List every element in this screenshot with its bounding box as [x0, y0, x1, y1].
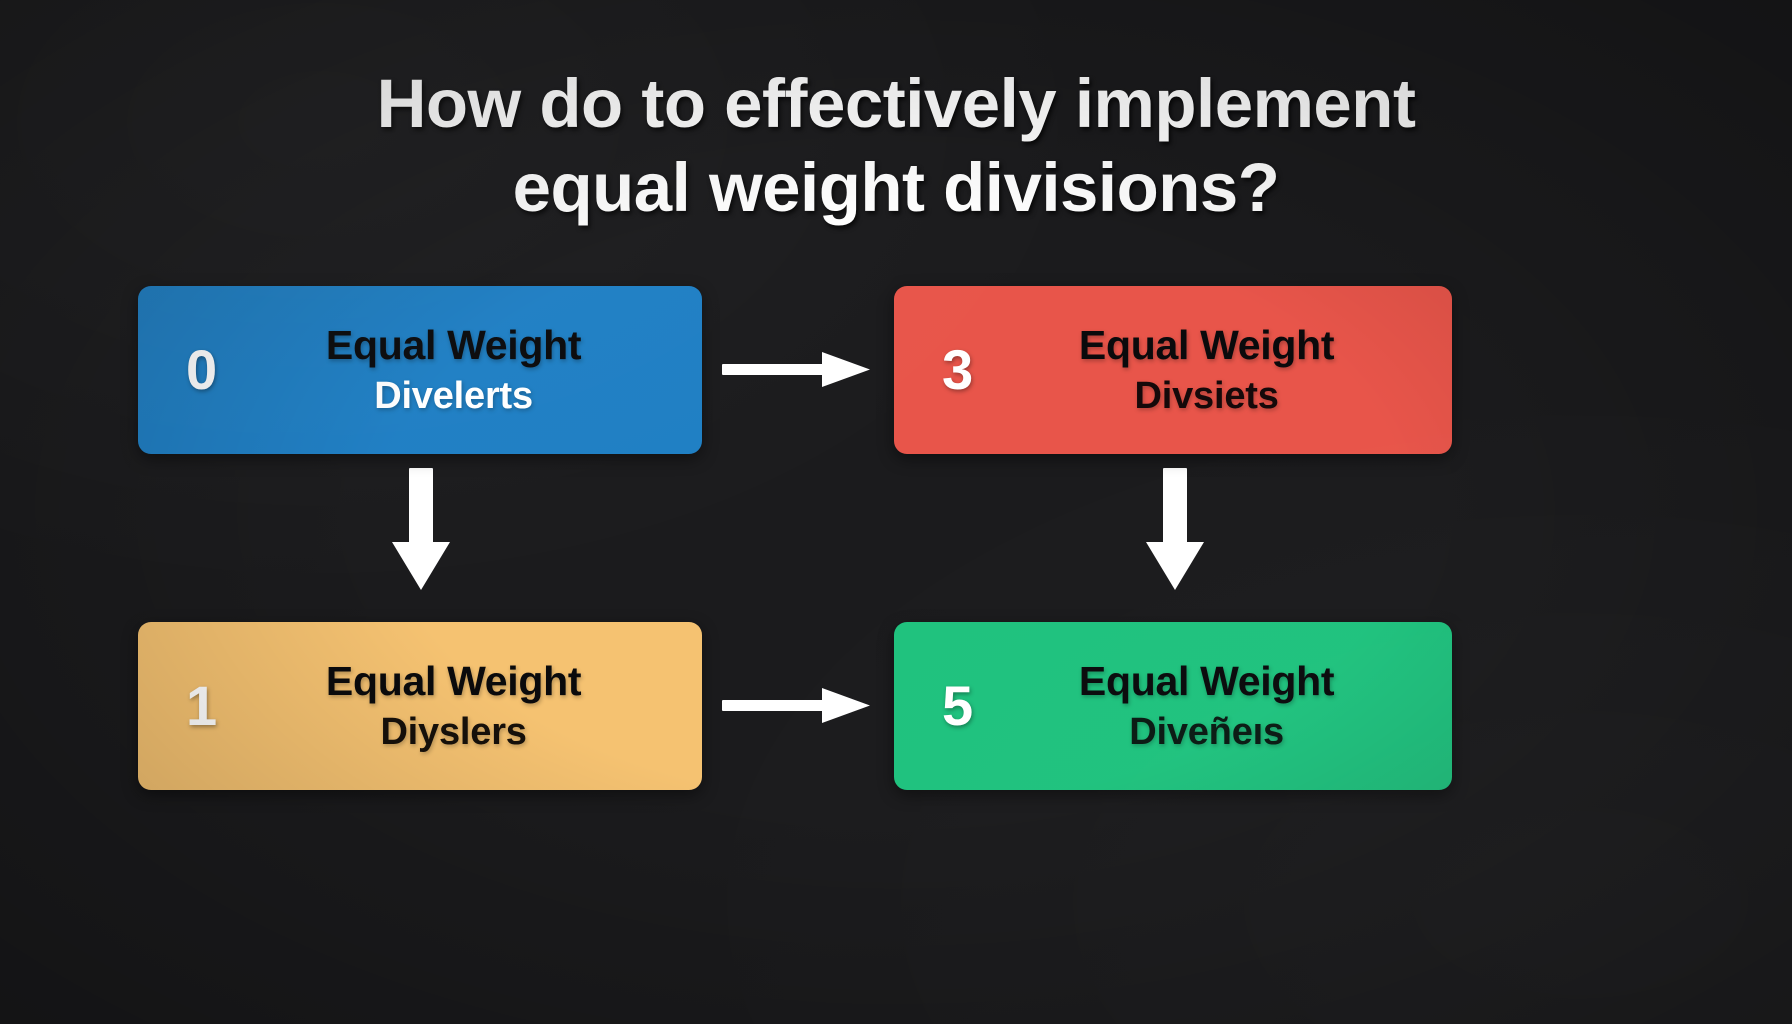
node-1-title: Equal Weight — [325, 658, 582, 704]
page-title: How do to effectively implement equal we… — [0, 62, 1792, 230]
node-5-number: 5 — [942, 674, 974, 737]
node-5-text: Equal Weight Diveñeıs — [991, 656, 1452, 756]
node-0-number: 0 — [186, 338, 218, 401]
node-3-text: Equal Weight Divsiets — [991, 320, 1452, 420]
arrow-right-icon-node1-node5 — [722, 676, 882, 736]
node-1-number: 1 — [186, 674, 218, 737]
node-3-subtitle: Divsiets — [1134, 375, 1279, 417]
arrow-down-icon-node3-node5 — [1140, 468, 1210, 598]
node-0-text: Equal Weight Divelerts — [235, 320, 702, 420]
node-5-subtitle: Diveñeıs — [1129, 711, 1284, 753]
node-5-title: Equal Weight — [1078, 658, 1335, 704]
node-box-5[interactable]: 5 Equal Weight Diveñeıs — [894, 622, 1452, 790]
node-3-title: Equal Weight — [1078, 322, 1335, 368]
node-1-subtitle: Diyslers — [380, 711, 527, 753]
node-box-0[interactable]: 0 Equal Weight Divelerts — [138, 286, 702, 454]
node-0-subtitle: Divelerts — [374, 375, 533, 417]
arrow-right-icon-node0-node3 — [722, 340, 882, 400]
arrow-down-icon-node0-node1 — [386, 468, 456, 598]
node-0-title: Equal Weight — [325, 322, 582, 368]
page-title-line-1: How do to effectively implement — [376, 65, 1416, 142]
node-box-1[interactable]: 1 Equal Weight Diyslers — [138, 622, 702, 790]
node-box-3[interactable]: 3 Equal Weight Divsiets — [894, 286, 1452, 454]
node-1-text: Equal Weight Diyslers — [235, 656, 702, 756]
page-title-line-2: equal weight divisions? — [512, 149, 1280, 226]
node-3-number: 3 — [942, 338, 974, 401]
